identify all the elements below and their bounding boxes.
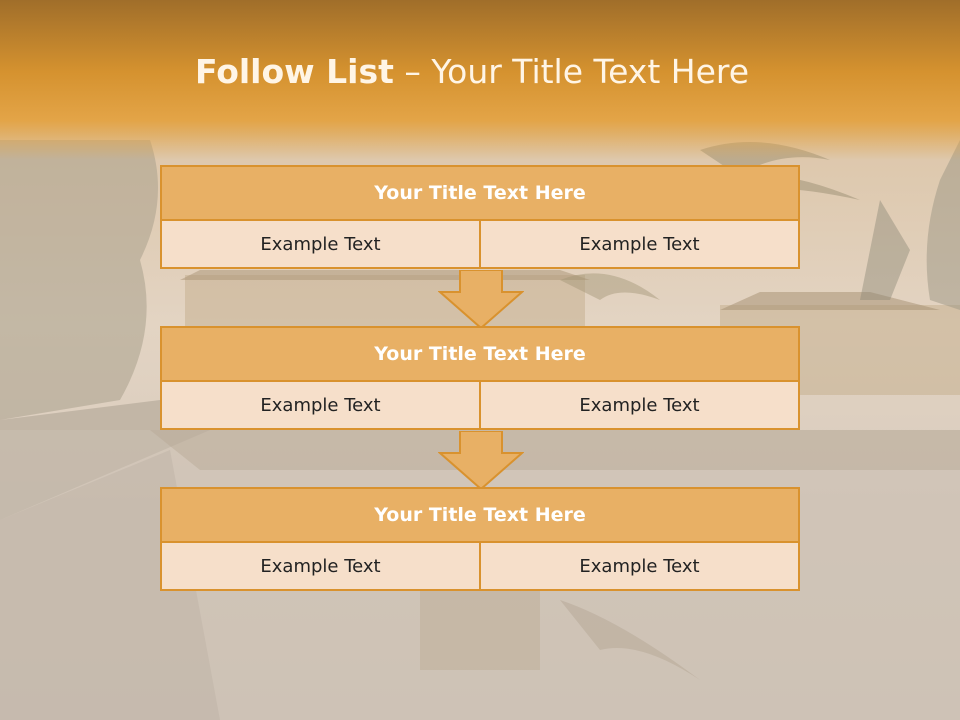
block-cell: Example Text [479, 219, 800, 269]
block-row: Example Text Example Text [160, 541, 800, 591]
block-row: Example Text Example Text [160, 219, 800, 269]
title-rest: – Your Title Text Here [393, 52, 750, 91]
block-cell: Example Text [479, 380, 800, 430]
block-cell: Example Text [160, 541, 481, 591]
block-cell: Example Text [160, 380, 481, 430]
block-title: Your Title Text Here [160, 326, 800, 382]
slide-title: Follow List – Your Title Text Here [0, 52, 944, 91]
list-block: Your Title Text Here Example Text Exampl… [160, 165, 800, 269]
block-cell: Example Text [160, 219, 481, 269]
down-arrow-icon [438, 431, 524, 491]
header-band [0, 0, 960, 160]
list-block: Your Title Text Here Example Text Exampl… [160, 487, 800, 591]
block-cell: Example Text [479, 541, 800, 591]
block-title: Your Title Text Here [160, 165, 800, 221]
title-bold: Follow List [194, 52, 394, 91]
block-title: Your Title Text Here [160, 487, 800, 543]
down-arrow-icon [438, 270, 524, 330]
list-block: Your Title Text Here Example Text Exampl… [160, 326, 800, 430]
block-row: Example Text Example Text [160, 380, 800, 430]
